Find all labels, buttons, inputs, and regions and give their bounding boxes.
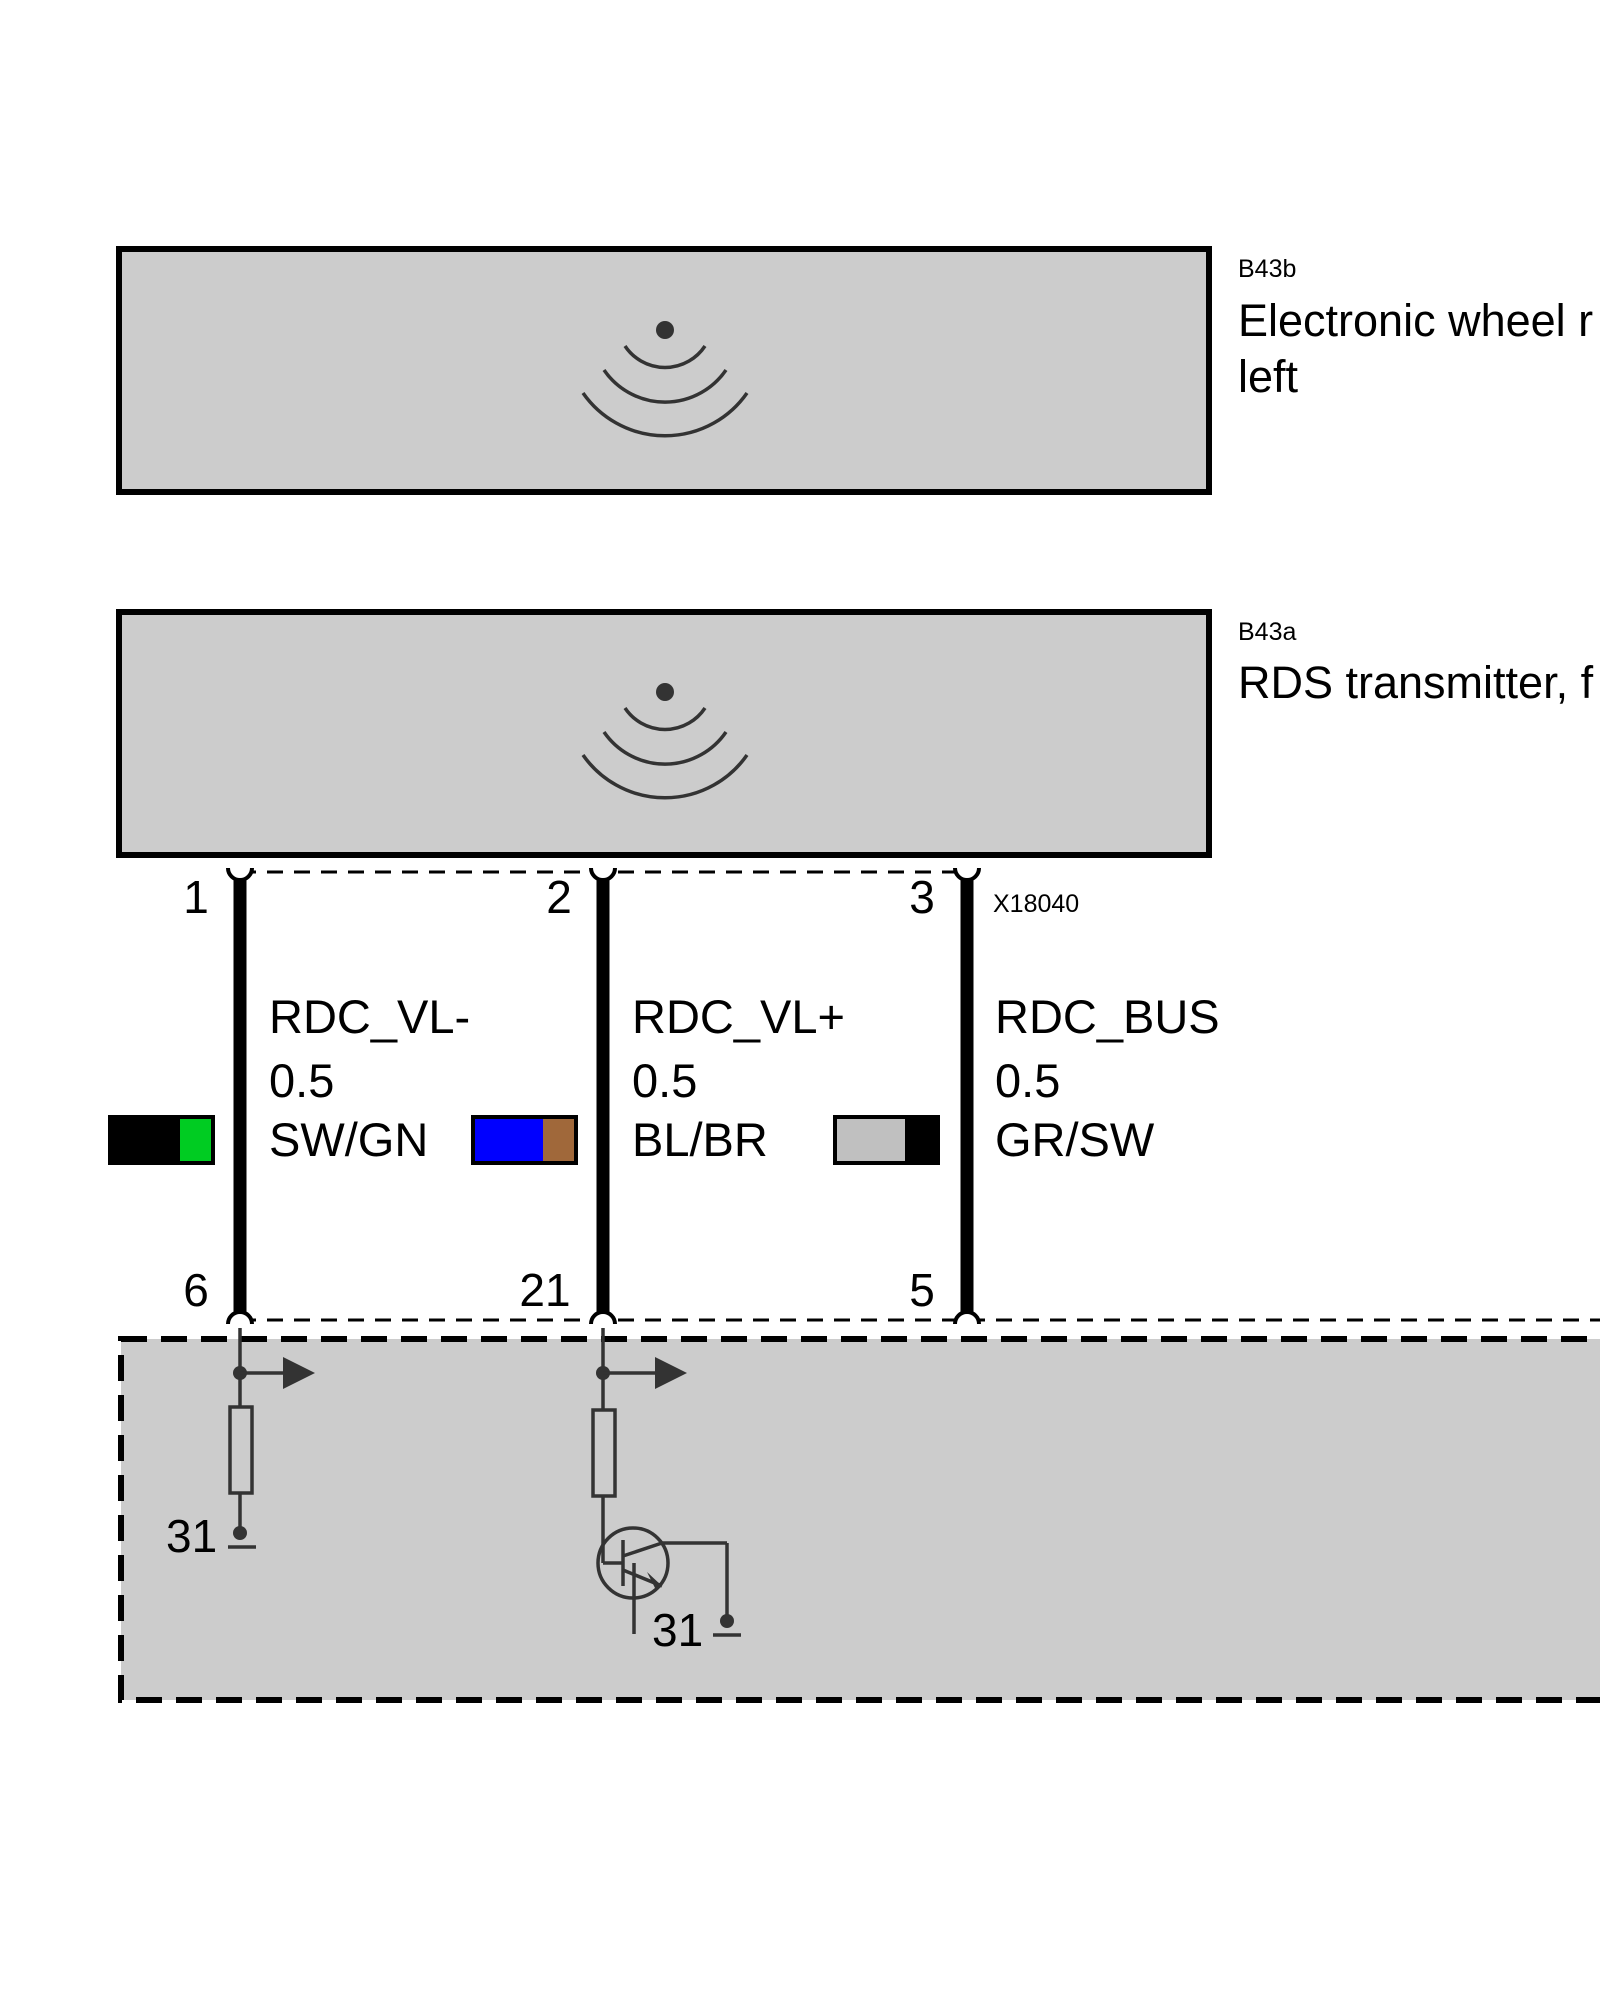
pin-terminal-bottom xyxy=(226,1310,254,1325)
wireless-transmitter-icon xyxy=(581,683,749,800)
wire-rdc-bus[interactable] xyxy=(953,867,981,1325)
wire-color-code-gr-sw: GR/SW xyxy=(995,1113,1155,1166)
wire-rdc-vl-minus[interactable] xyxy=(226,867,254,1325)
pin-top-3: 3 xyxy=(909,871,935,923)
pin-top-2: 2 xyxy=(546,871,572,923)
signal-arrow-icon xyxy=(655,1357,687,1389)
signal-arrow-icon xyxy=(283,1357,315,1389)
pin-bottom-5: 5 xyxy=(909,1264,935,1316)
b43a-name-line1: RDS transmitter, f xyxy=(1238,657,1594,708)
b43b-name-line2: left xyxy=(1238,351,1299,402)
wire-color-swatch-bl-br xyxy=(471,1115,578,1165)
b43a-code: B43a xyxy=(1238,618,1296,646)
wireless-sensor-icon xyxy=(581,321,749,438)
wire-gauge-1: 0.5 xyxy=(269,1054,334,1107)
b43b-box xyxy=(116,246,1212,495)
internal-circuit-pin21 xyxy=(591,1328,655,1565)
wire-color-code-sw-gn: SW/GN xyxy=(269,1113,428,1166)
connector-x18040-label: X18040 xyxy=(993,890,1079,918)
pin-top-1: 1 xyxy=(183,871,209,923)
wire-gauge-3: 0.5 xyxy=(995,1054,1060,1107)
ground-label-31: 31 xyxy=(652,1604,703,1656)
wire-signal-rdc-vl-minus: RDC_VL- xyxy=(269,990,470,1043)
b43a-box xyxy=(116,609,1212,858)
pin-terminal-bottom xyxy=(589,1310,617,1325)
wire-signal-rdc-bus: RDC_BUS xyxy=(995,990,1220,1043)
wire-rdc-vl-plus[interactable] xyxy=(589,867,617,1325)
pin-terminal-top xyxy=(589,867,617,882)
ground-label-31: 31 xyxy=(166,1510,217,1562)
component-b43b[interactable] xyxy=(116,246,1212,495)
ground-node-icon xyxy=(720,1614,734,1628)
transistor-emitter-arrow-icon xyxy=(647,1572,662,1590)
wire-gauge-2: 0.5 xyxy=(632,1054,697,1107)
pin-terminal-top xyxy=(226,867,254,882)
component-b43a[interactable] xyxy=(116,609,1212,858)
wire-color-swatch-gr-sw xyxy=(833,1115,940,1165)
wire-color-code-bl-br: BL/BR xyxy=(632,1113,768,1166)
b43b-name-line1: Electronic wheel r xyxy=(1238,295,1593,346)
wire-signal-rdc-vl-plus: RDC_VL+ xyxy=(632,990,845,1043)
pin-bottom-21: 21 xyxy=(519,1264,570,1316)
control-unit-box[interactable] xyxy=(118,1336,1600,1703)
wire-color-swatch-sw-gn xyxy=(108,1115,215,1165)
pin-terminal-bottom xyxy=(953,1310,981,1325)
pin-terminal-top xyxy=(953,867,981,882)
pin-bottom-6: 6 xyxy=(183,1264,209,1316)
b43b-code: B43b xyxy=(1238,255,1296,283)
internal-circuit-pin6 xyxy=(228,1328,285,1549)
